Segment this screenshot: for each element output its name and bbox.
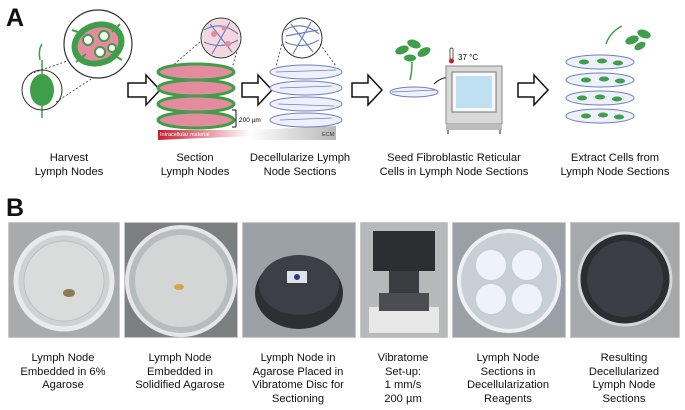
- photo-agarose-embedding: [8, 222, 120, 338]
- step-arrow-4: [517, 73, 550, 107]
- photo-decellularization-reagents: [452, 222, 566, 338]
- lymph-node-illustration: [21, 9, 133, 118]
- decellularized-sections-illustration: [269, 17, 343, 128]
- scale-bar-label: 200 µm: [239, 117, 261, 124]
- thermometer-icon: [449, 47, 454, 64]
- cell-seeding-illustration: [389, 39, 467, 98]
- step-arrow-3: [351, 73, 384, 107]
- lymph-node-sections-illustration: [156, 17, 242, 130]
- step-arrow-2: [241, 73, 274, 107]
- gradient-bar: [158, 126, 336, 140]
- panel-a-label: A: [6, 4, 25, 32]
- photo-vibratome-disc: [242, 222, 356, 338]
- cell-extraction-illustration: [565, 25, 651, 124]
- gradient-left-label: Intracellular material: [160, 132, 210, 138]
- workflow-diagram: 200 µm Intracellular material ECM: [21, 9, 651, 140]
- panel-b-label: B: [6, 194, 25, 222]
- incubator-illustration: [445, 65, 503, 134]
- photo-vibratome-setup: [360, 222, 448, 338]
- gradient-right-label: ECM: [322, 132, 335, 138]
- photo-solidified-agarose: [124, 222, 238, 338]
- photo-decellularized-sections: [570, 222, 680, 338]
- incubator-temp-label: 37 °C: [458, 53, 478, 62]
- step-arrow-1: [127, 73, 162, 107]
